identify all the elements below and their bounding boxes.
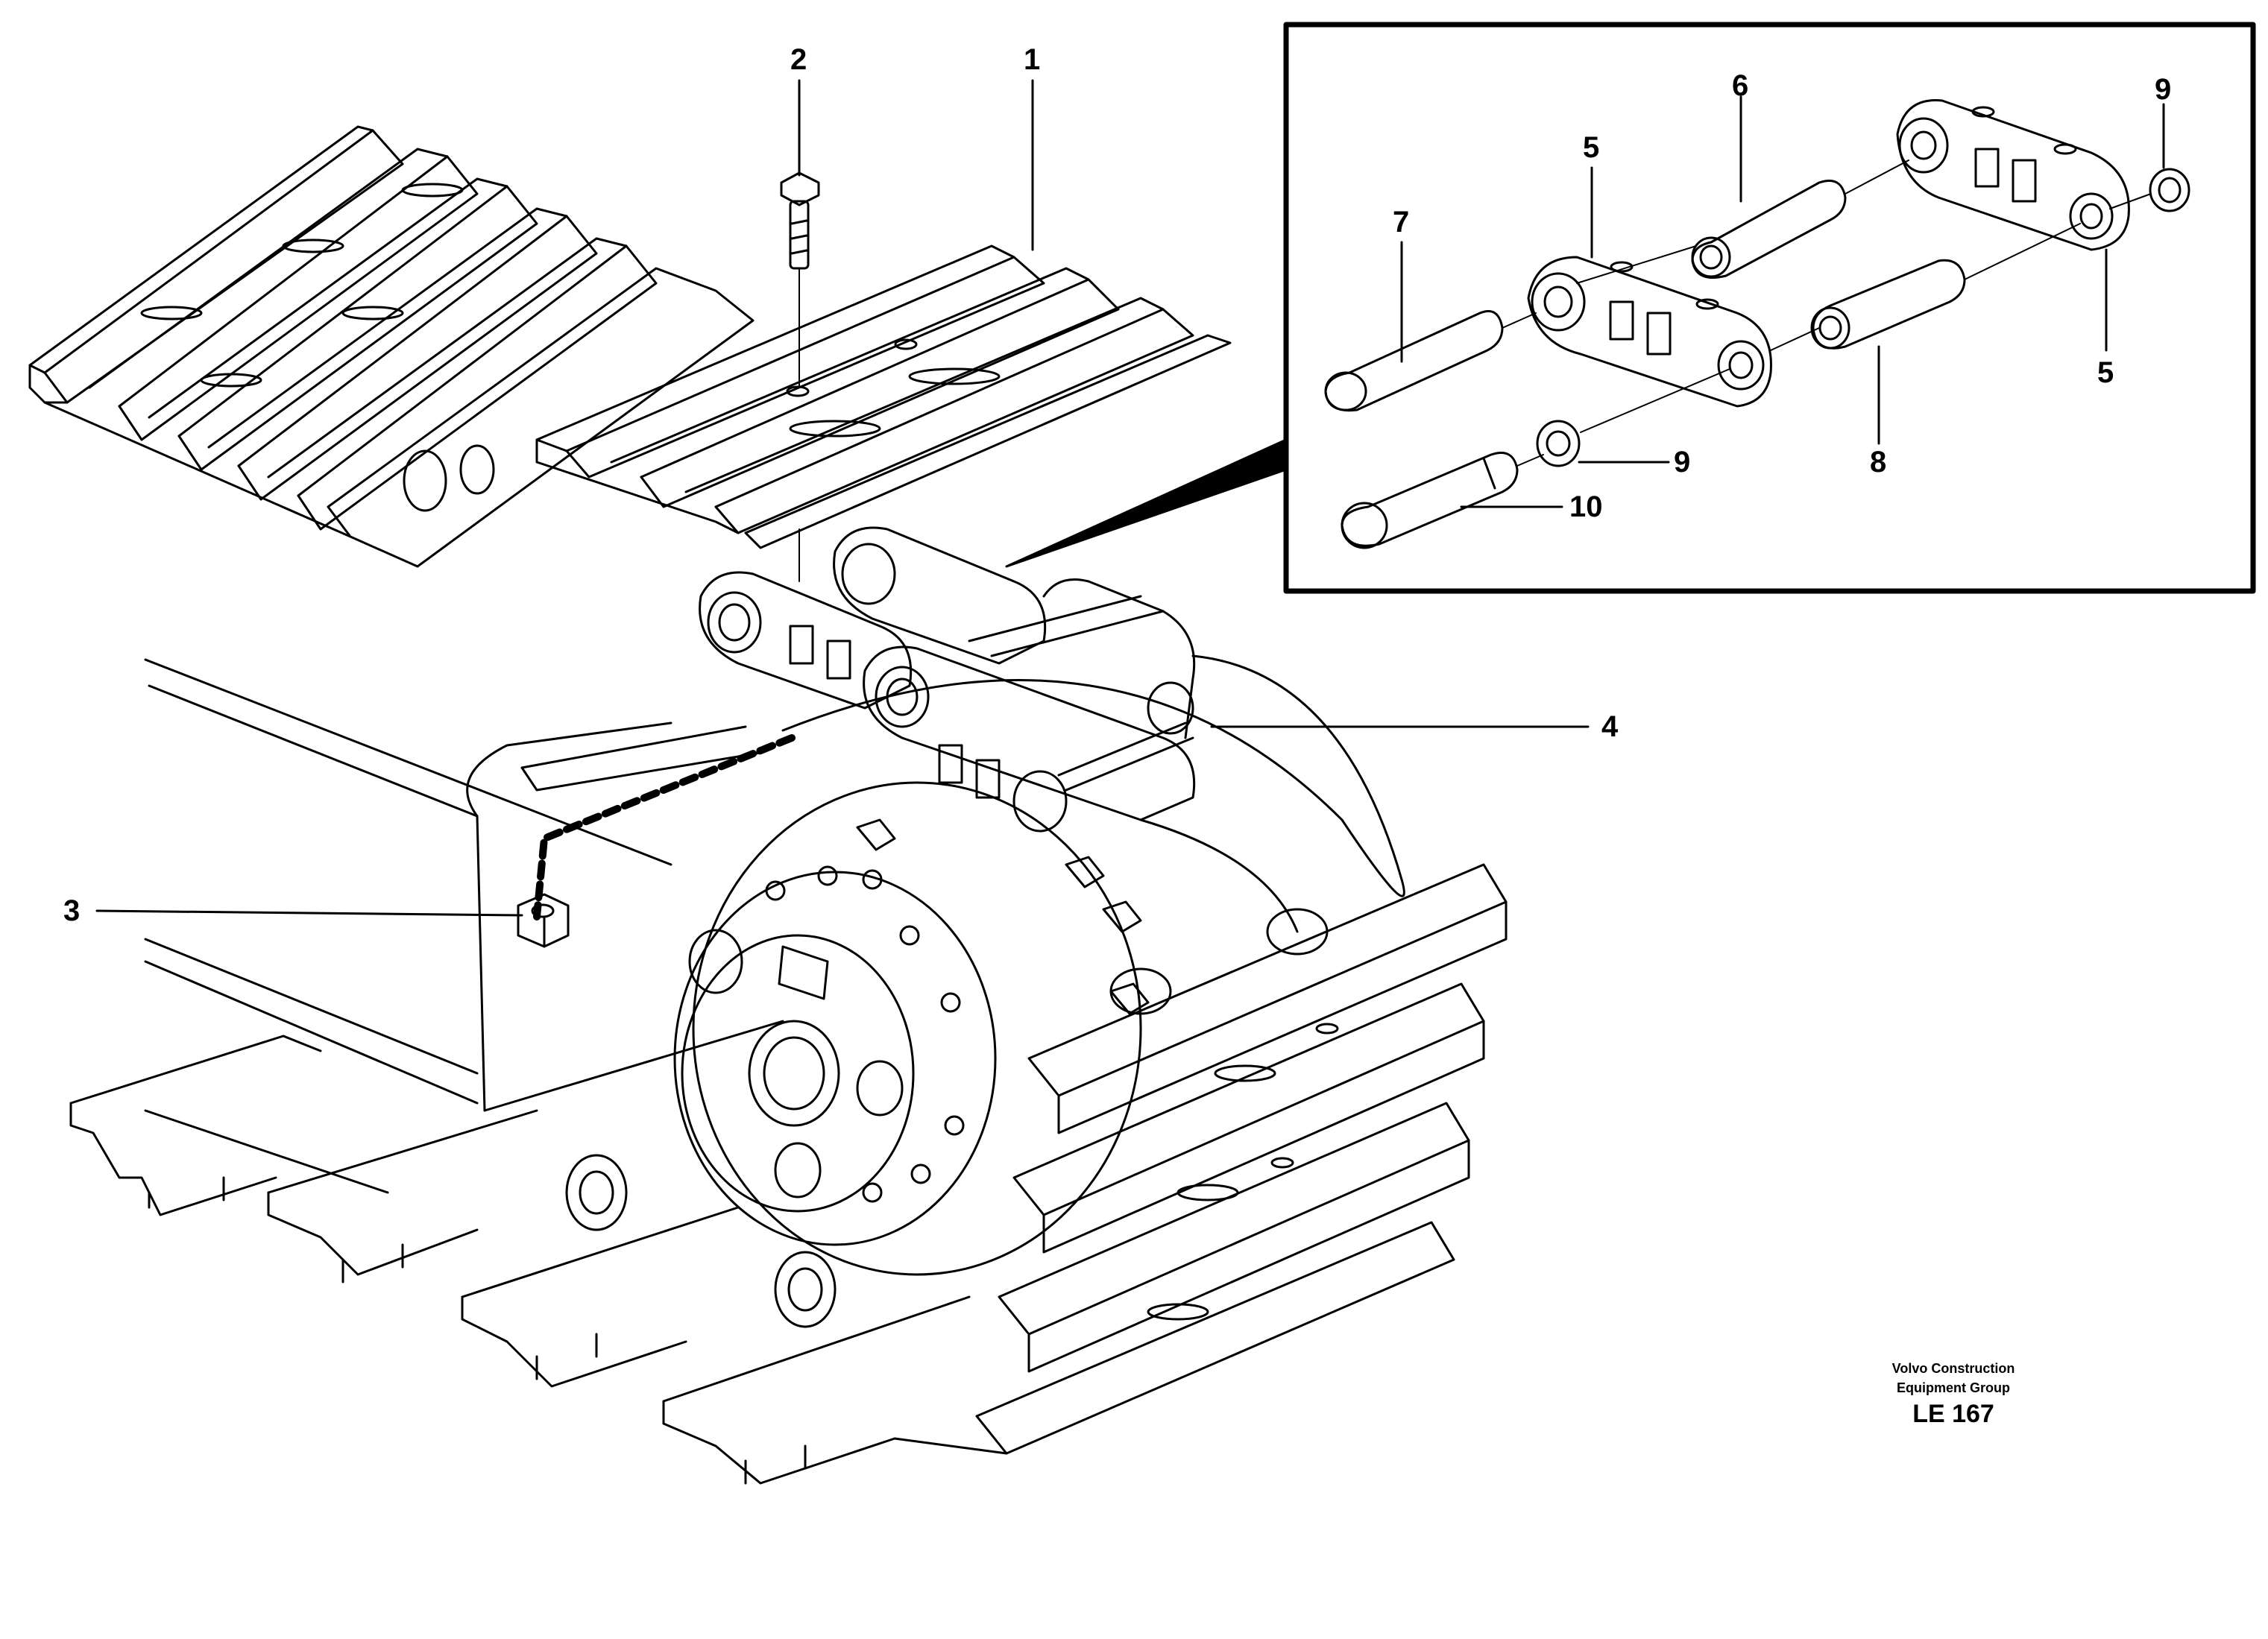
track-shoes-bottom-group	[69, 1035, 971, 1485]
callout-10: 10	[1569, 490, 1603, 523]
bushing-part-6	[1691, 180, 1847, 279]
credit-company-line1: Volvo Construction	[1891, 1361, 2015, 1376]
callout-4: 4	[1601, 710, 1619, 743]
callout-5-right: 5	[2097, 356, 2114, 389]
callout-9-top: 9	[2155, 73, 2172, 106]
exploded-view-inset-frame	[1283, 22, 2256, 594]
track-chain-part-4	[699, 526, 1196, 833]
track-shoes-right-group	[893, 863, 1508, 1455]
credit-company-line2: Equipment Group	[1897, 1380, 2010, 1395]
track-link-part-5-left	[1527, 256, 1772, 408]
nut-part-3	[517, 893, 570, 948]
bolt-part-2	[780, 171, 820, 270]
callout-1: 1	[1024, 43, 1041, 76]
pin-part-7	[1324, 310, 1504, 412]
assembly-axis-lines	[1502, 160, 2152, 467]
seal-ring-part-9-mid	[1536, 420, 1581, 467]
track-shoe-part-1	[535, 244, 1232, 549]
track-link-part-5-right	[1896, 99, 2130, 251]
drawing-code: LE 167	[1912, 1400, 1994, 1428]
callout-9-mid: 9	[1674, 446, 1691, 479]
callout-7: 7	[1393, 206, 1410, 239]
track-shoes-left-group	[28, 125, 755, 568]
callout-2: 2	[790, 43, 807, 76]
undercarriage-frame	[144, 654, 1405, 1194]
inset-pointer	[1005, 438, 1288, 568]
callout-leader-lines	[95, 79, 2165, 917]
seal-ring-part-9-right	[2149, 168, 2190, 212]
pin-part-10	[1341, 452, 1519, 549]
callout-8: 8	[1870, 446, 1887, 479]
final-drive-hub	[673, 781, 1329, 1276]
callout-5-top: 5	[1583, 131, 1600, 164]
callout-3: 3	[63, 894, 81, 927]
callout-6: 6	[1732, 69, 1749, 102]
bushing-part-8	[1810, 259, 1966, 350]
